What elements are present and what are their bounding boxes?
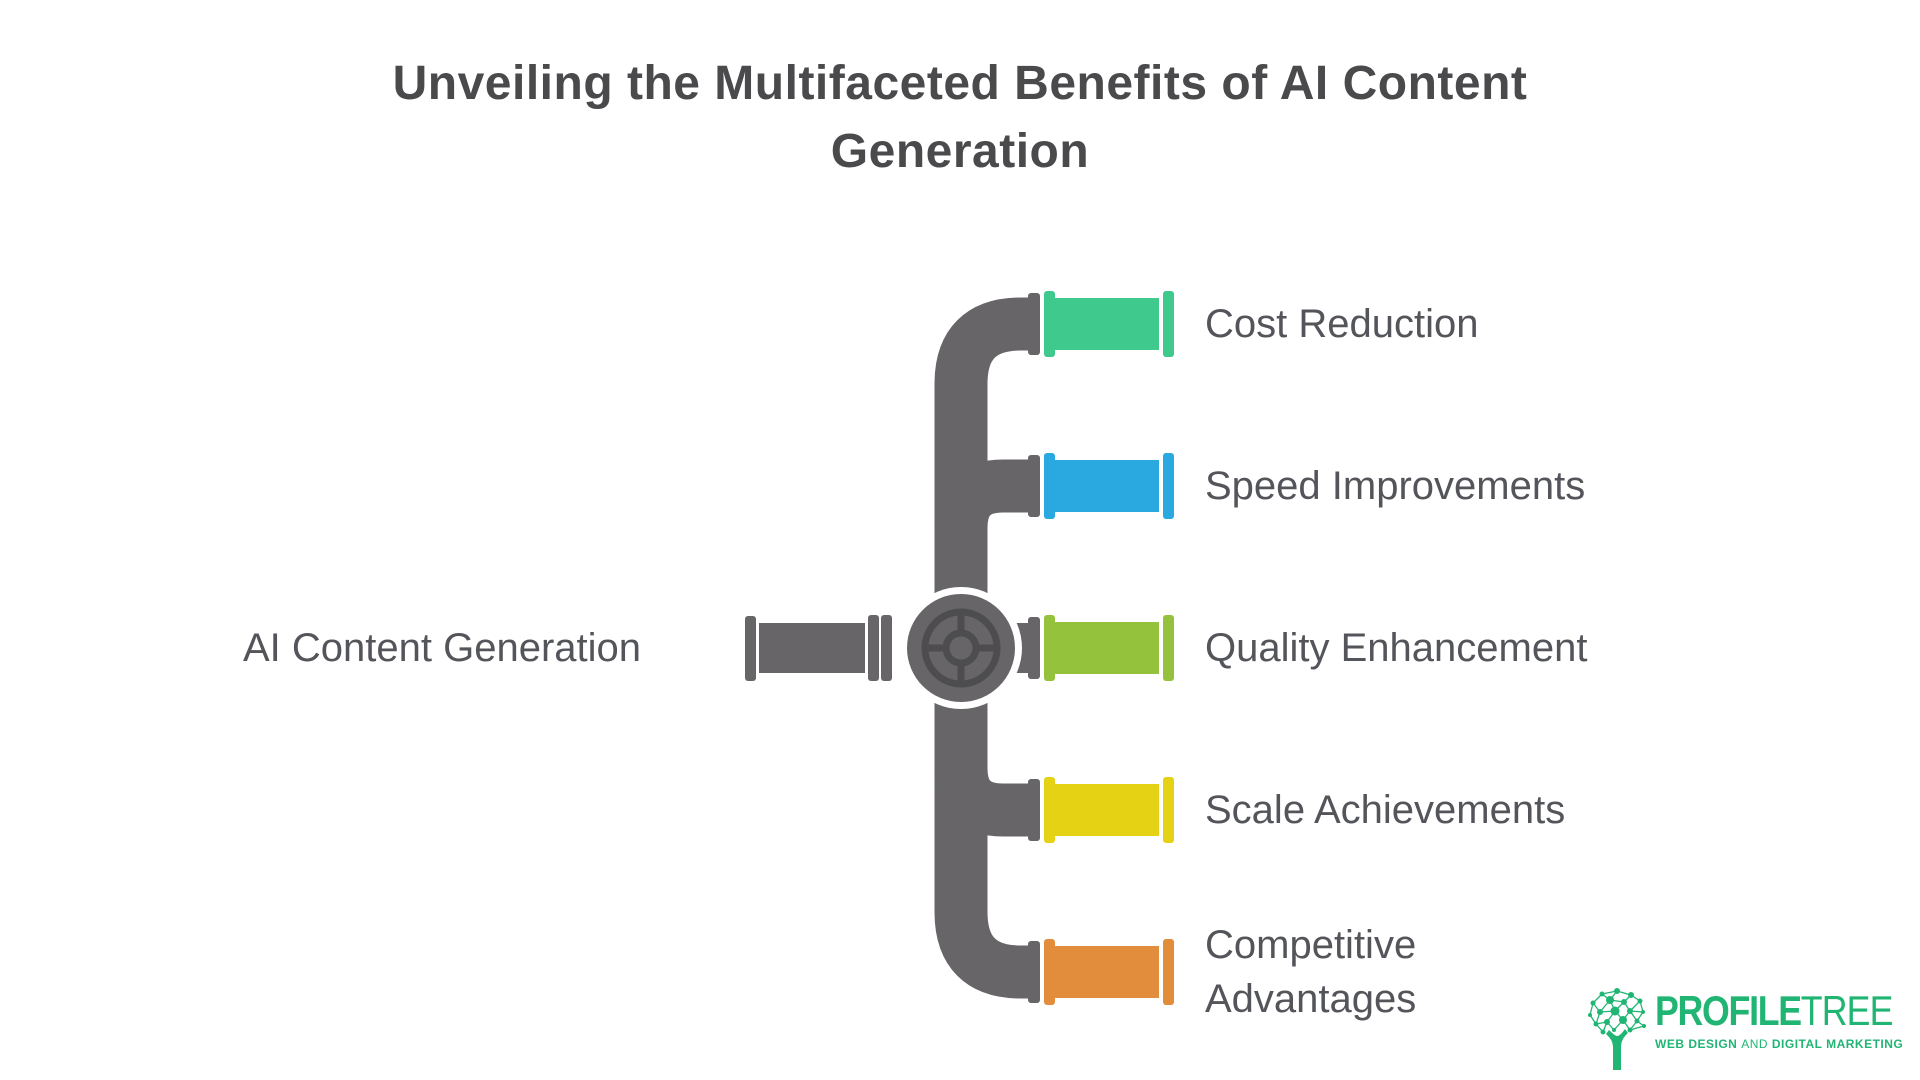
segment-bar-right [1163,615,1174,681]
profiletree-tagline: WEB DESIGN AND DIGITAL MARKETING [1655,1037,1920,1051]
flange-cost [1028,293,1040,355]
pipe-segment-speed-improvements [1044,453,1174,519]
valve-hub [942,629,980,667]
tagline-and: AND [1741,1037,1769,1051]
page-title-line-2: Generation [830,125,1090,178]
brand-profile: PROFILE [1655,987,1802,1034]
inlet-flange-2 [881,615,892,681]
brand-tree: TREE [1800,987,1894,1034]
branch-label-competitive-advantages: Competitive Advantages [1205,923,1417,1021]
flange-scale [1028,779,1040,841]
branch-label-quality-enhancement: Quality Enhancement [1205,626,1588,670]
segment-bar-left [1044,453,1055,519]
segment-bar-left [1044,777,1055,843]
pipe-branch-scale [934,766,1033,837]
source-label: AI Content Generation [243,625,642,670]
page-title: Unveiling the Multifaceted Benefits of A… [0,50,1920,186]
flange-speed [1028,455,1040,517]
pipe-segment-cost-reduction [1044,291,1174,357]
inlet-end-cap [745,616,756,681]
flange-competitive [1028,941,1040,1003]
profiletree-tree-icon [1586,986,1648,1070]
segment-bar-right [1163,777,1174,843]
segment-bar-left [1044,291,1055,357]
page-title-line-1: Unveiling the Multifaceted Benefits of A… [392,57,1528,110]
inlet-pipe [745,293,1040,1003]
segment-bar-left [1044,615,1055,681]
branch-label-speed-improvements: Speed Improvements [1205,464,1586,508]
branch-label-scale-achievements: Scale Achievements [1205,788,1566,832]
pipe-segment-scale-achievements [1044,777,1174,843]
profiletree-logo: PROFILETREE WEB DESIGN AND DIGITAL MARKE… [1586,986,1920,1070]
flange-quality [1028,617,1040,679]
branch-label-cost-reduction: Cost Reduction [1205,302,1479,346]
pipe-branch-speed [934,459,1033,530]
tagline-digital-marketing: DIGITAL MARKETING [1771,1037,1904,1051]
segment-bar-right [1163,939,1174,1005]
inlet-flange-1 [868,615,879,681]
pipe-segment-quality-enhancement [1044,615,1174,681]
segment-body [1055,622,1159,674]
segment-body [1055,298,1159,350]
valve-hub-group [942,629,980,667]
tagline-web-design: WEB DESIGN [1655,1037,1738,1051]
profiletree-logo-text: PROFILETREE WEB DESIGN AND DIGITAL MARKE… [1655,986,1920,1052]
segment-body [1055,460,1159,512]
segment-body [1055,946,1159,998]
inlet-body [759,623,865,673]
profiletree-brand-name: PROFILETREE [1655,988,1893,1034]
segment-bar-right [1163,291,1174,357]
segment-bar-left [1044,939,1055,1005]
segment-body [1055,784,1159,836]
pipe-segment-competitive-advantages [1044,939,1174,1005]
segment-bar-right [1163,453,1174,519]
